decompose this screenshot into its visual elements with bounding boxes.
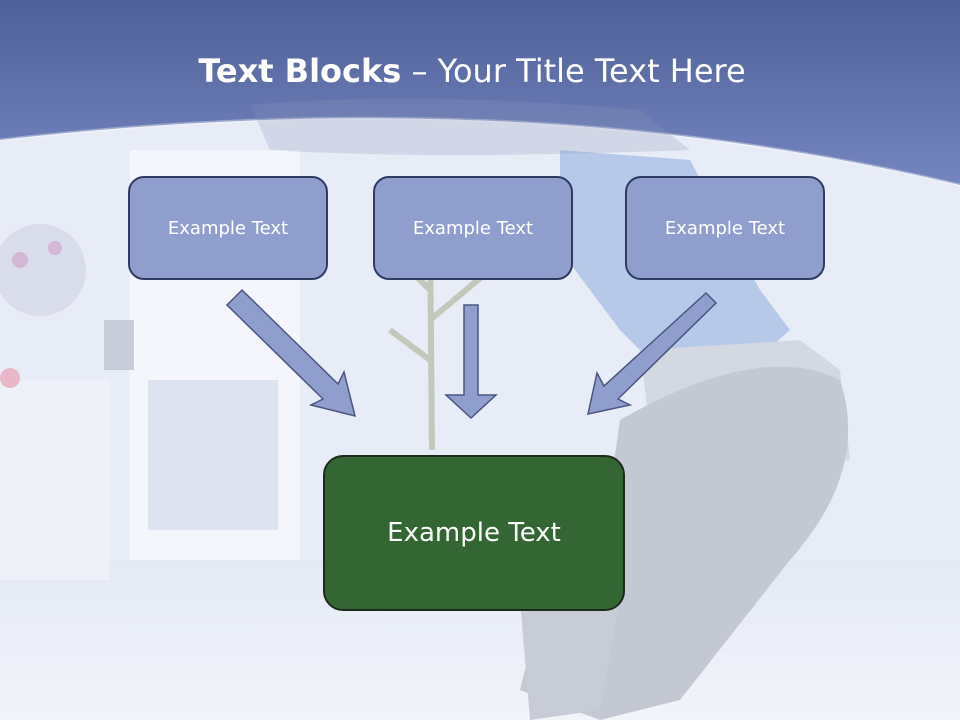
text-block-3: Example Text <box>625 176 825 280</box>
title-rest: Your Title Text Here <box>437 52 746 90</box>
text-block-3-label: Example Text <box>664 217 786 239</box>
slide-title: Text Blocks – Your Title Text Here <box>0 52 944 90</box>
arrow-right <box>587 291 718 415</box>
title-bold: Text Blocks <box>198 52 402 90</box>
arrow-left <box>225 288 357 418</box>
text-block-1-label: Example Text <box>167 217 289 239</box>
center-text-block-label: Example Text <box>387 518 561 548</box>
title-separator: – <box>401 52 438 90</box>
text-block-1: Example Text <box>128 176 328 280</box>
arrow-center <box>444 304 498 420</box>
text-block-2-label: Example Text <box>412 217 534 239</box>
text-block-2: Example Text <box>373 176 573 280</box>
center-text-block: Example Text <box>323 455 625 611</box>
